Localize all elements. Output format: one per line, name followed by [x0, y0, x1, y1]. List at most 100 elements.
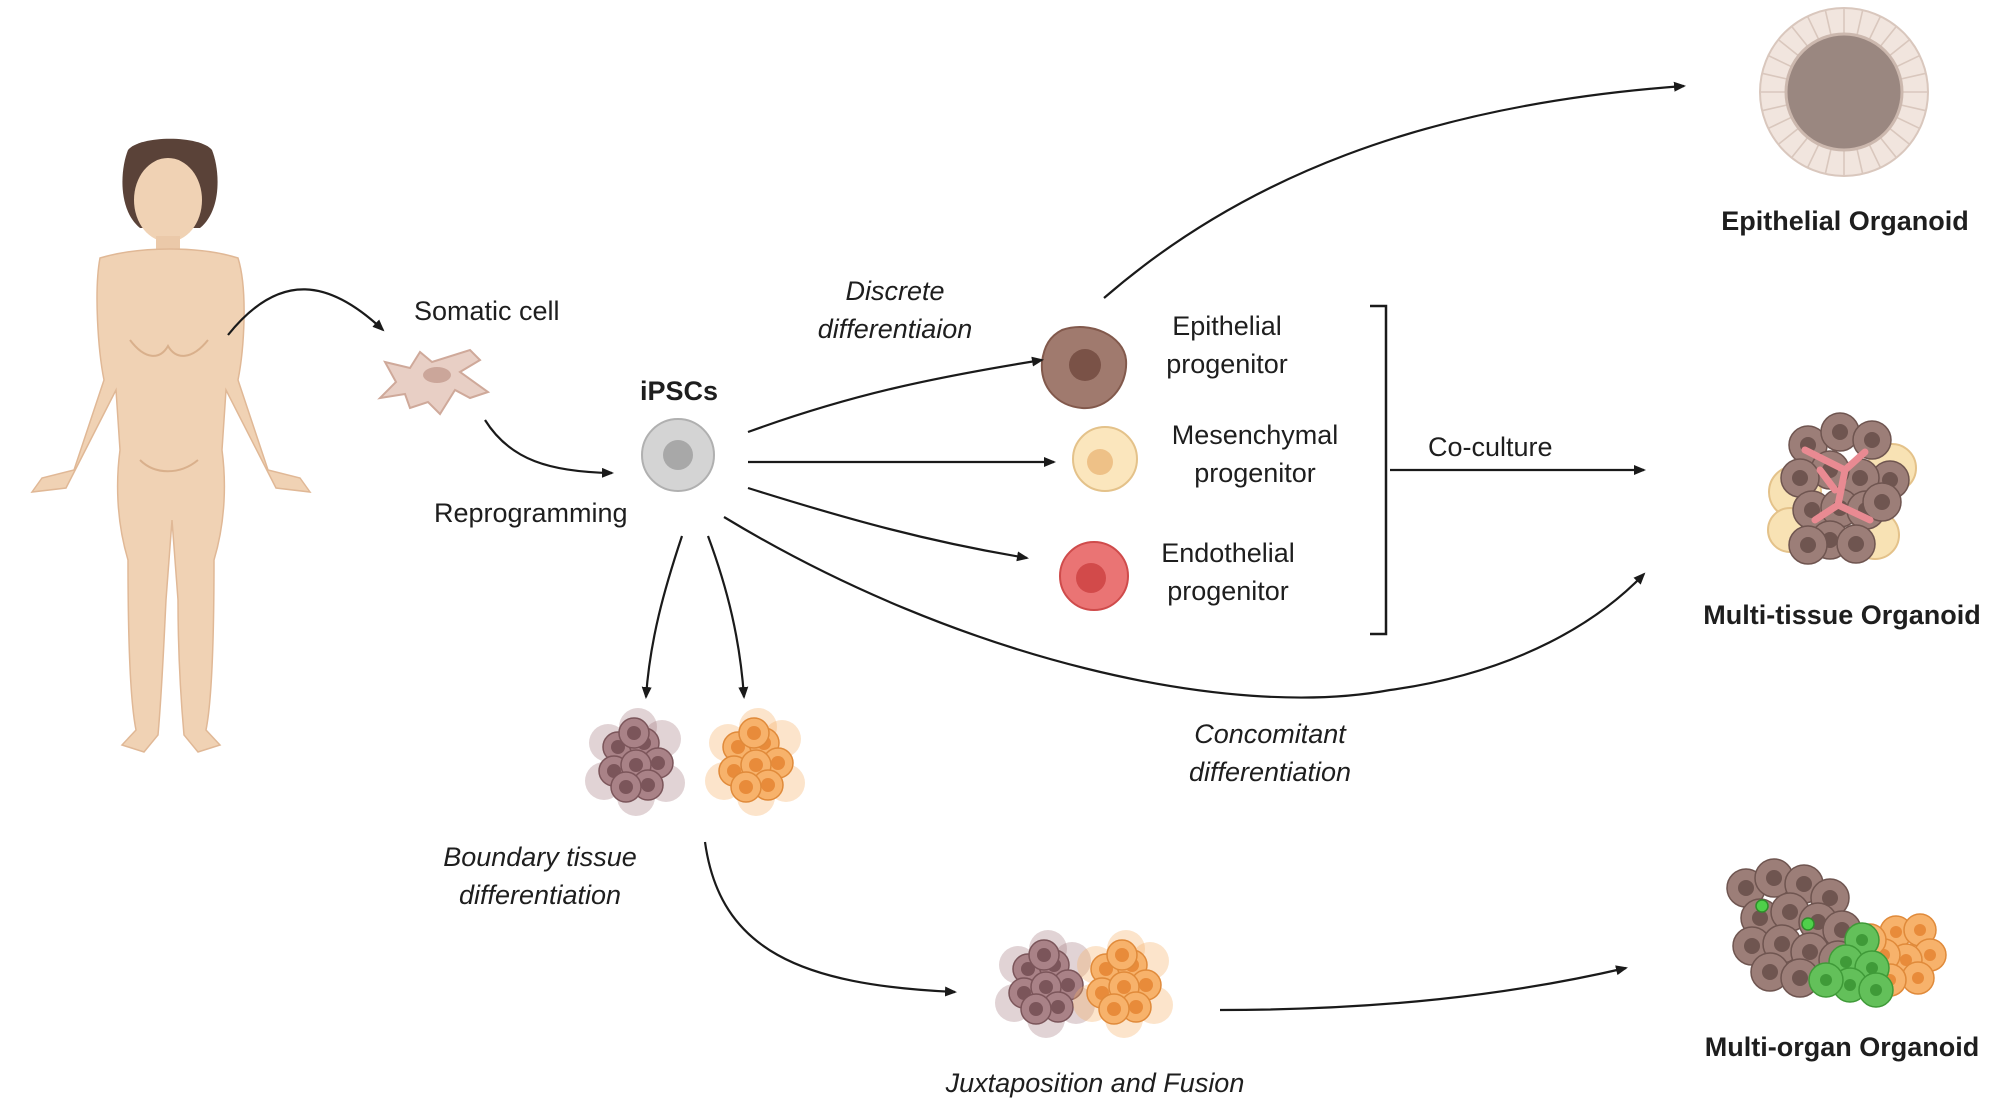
epithelial-organoid-icon: [1759, 7, 1929, 177]
arrow-human-to-somatic: [227, 288, 385, 336]
organoid-wall-line: [1900, 72, 1927, 80]
organoid-wall-line: [1856, 9, 1864, 36]
cell-nucleus: [1782, 904, 1798, 920]
marker-dot: [1755, 899, 1769, 913]
cell-nucleus: [629, 758, 643, 772]
cell-nucleus: [1864, 432, 1880, 448]
cell-nucleus: [1029, 1002, 1043, 1016]
arrow-ipsc-to-endothelial: [747, 486, 1029, 562]
multi-organ-organoid-label: Multi-organ Organoid: [1704, 1032, 1980, 1062]
cell-nucleus: [1051, 1000, 1065, 1014]
multi-organ-organoid-icon: [1726, 858, 1947, 1008]
epithelial-progenitor-label-line1: Epithelial: [1172, 311, 1282, 341]
cell-nucleus: [1115, 948, 1129, 962]
organoid-wall-line: [1761, 104, 1788, 112]
mesenchymal-progenitor-icon: [1072, 426, 1138, 492]
cell-nucleus: [641, 778, 655, 792]
cell-nucleus: [1039, 980, 1053, 994]
cell-nucleus: [1856, 934, 1868, 946]
cell-nucleus: [1762, 964, 1778, 980]
organoid-wall-line: [1824, 148, 1832, 175]
cell-nucleus: [1792, 470, 1808, 486]
cell-nucleus: [1802, 944, 1818, 960]
cell-nucleus: [1840, 956, 1852, 968]
cell-nucleus: [651, 756, 665, 770]
organoid-wall-line: [1868, 143, 1882, 169]
cell-nucleus: [619, 780, 633, 794]
cell-nucleus: [1061, 978, 1075, 992]
endothelial-progenitor-label-line2: progenitor: [1167, 576, 1289, 606]
cell-nucleus: [1021, 962, 1035, 976]
fused-mauve-cluster: [995, 930, 1095, 1038]
cell-nucleus: [1129, 1000, 1143, 1014]
arrow-fusion-to-multi-organ: [1219, 965, 1628, 1012]
boundary-label-line2: differentiation: [458, 880, 622, 910]
organoid-wall-line: [1806, 143, 1820, 169]
cell-nucleus: [1866, 962, 1878, 974]
coculture-label: Co-culture: [1428, 432, 1553, 462]
cell-nucleus: [731, 740, 745, 754]
cell-nucleus: [1914, 924, 1926, 936]
arrow-ipsc-to-epithelial: [747, 356, 1044, 434]
epithelial-progenitor-label-line2: progenitor: [1166, 349, 1288, 379]
organoid-wall-line: [1767, 54, 1793, 68]
cell-nucleus: [749, 758, 763, 772]
organoid-wall-line: [1824, 9, 1832, 36]
cell-nucleus: [747, 726, 761, 740]
boundary-mauve-cluster: [585, 708, 685, 816]
organoid-wall-line: [1777, 127, 1800, 145]
cell-nucleus: [1820, 974, 1832, 986]
cell-nucleus: [1844, 979, 1856, 991]
cell-nucleus: [1744, 938, 1760, 954]
organoid-wall-line: [1806, 15, 1820, 41]
organoid-wall-line: [1777, 39, 1800, 57]
organoid-wall-line: [1895, 54, 1921, 68]
cell-nucleus: [1832, 424, 1848, 440]
cell-nucleus: [1848, 536, 1864, 552]
ipscs-label: iPSCs: [640, 376, 719, 406]
organoid-wall-line: [1868, 15, 1882, 41]
cell-nucleus: [1900, 954, 1912, 966]
concomitant-label-line1: Concomitant: [1194, 719, 1346, 749]
cell-nucleus: [1890, 926, 1902, 938]
boundary-label-line1: Boundary tissue: [443, 842, 637, 872]
boundary-orange-cluster: [705, 708, 805, 816]
cell-nucleus: [1870, 984, 1882, 996]
organoid-wall-line: [1761, 72, 1788, 80]
discrete-label-line2: differentiaion: [817, 314, 973, 344]
cell-nucleus: [1774, 936, 1790, 952]
cell-nucleus: [1117, 980, 1131, 994]
arrow-epithelial-to-epi-organoid: [1103, 81, 1686, 299]
cell-nucleus: [627, 726, 641, 740]
cell-nucleus: [1738, 880, 1754, 896]
cell-nucleus: [1852, 470, 1868, 486]
reprogramming-label: Reprogramming: [434, 498, 628, 528]
ipsc-cell-icon: [641, 418, 715, 492]
fused-orange-cluster: [1073, 930, 1173, 1038]
epithelial-organoid-label: Epithelial Organoid: [1721, 206, 1969, 236]
endothelial-progenitor-icon: [1059, 541, 1129, 611]
cell-nucleus: [1766, 870, 1782, 886]
mesenchymal-progenitor-label-line2: progenitor: [1194, 458, 1316, 488]
cell-nucleus: [739, 780, 753, 794]
cell-nucleus: [1796, 876, 1812, 892]
juxtaposition-label: Juxtaposition and Fusion: [945, 1068, 1245, 1098]
organoid-wall-line: [1767, 116, 1793, 130]
arrow-boundary-to-fusion: [703, 841, 957, 997]
cell-nucleus: [1099, 962, 1113, 976]
organoid-wall-line: [1900, 104, 1927, 112]
mesenchymal-progenitor-label-line1: Mesenchymal: [1171, 420, 1339, 450]
epithelial-progenitor-icon: [1040, 325, 1128, 410]
cell-nucleus: [611, 740, 625, 754]
cell-nucleus: [1912, 972, 1924, 984]
somatic-cell-icon: [377, 348, 491, 416]
organoid-wall-line: [1879, 25, 1897, 48]
arrow-somatic-to-ipsc: [484, 419, 614, 478]
arrow-concomitant: [723, 516, 1646, 699]
cell-nucleus: [761, 778, 775, 792]
arrows: [227, 81, 1686, 1012]
cell-nucleus: [1874, 494, 1890, 510]
organoid-wall-line: [1791, 136, 1809, 159]
organoid-wall-line: [1879, 136, 1897, 159]
cell-nucleus: [1037, 948, 1051, 962]
